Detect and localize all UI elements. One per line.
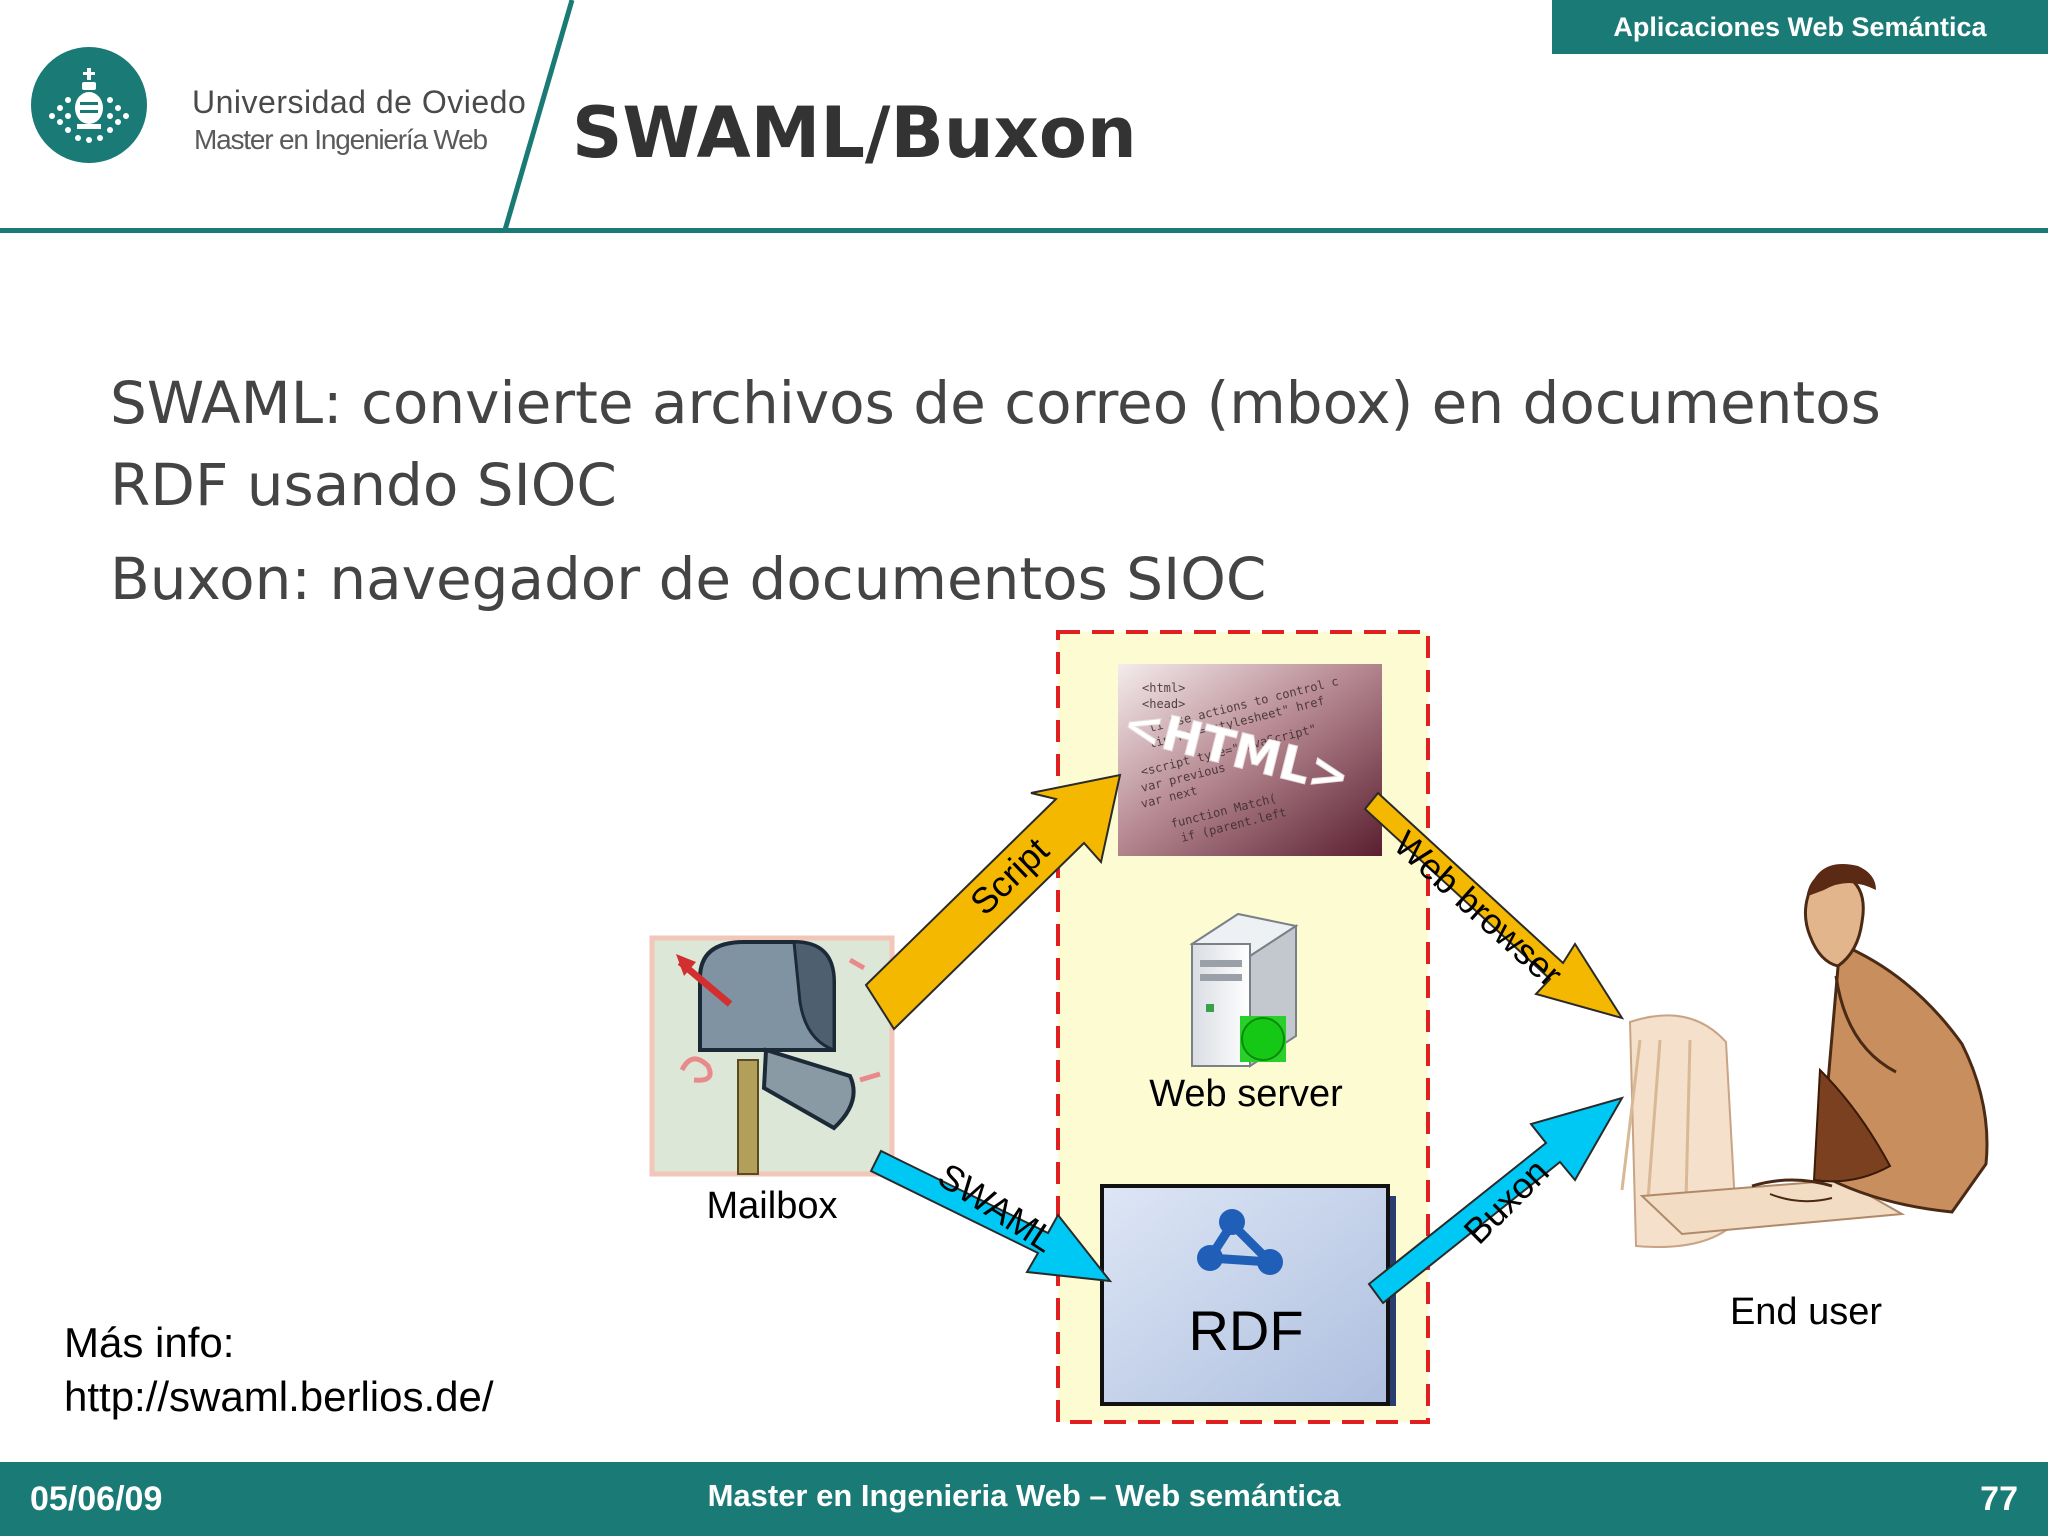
end-user-icon — [1620, 864, 1989, 1248]
edge-label-buxon: Buxon — [1456, 1151, 1557, 1252]
bullet-list: SWAML: convierte archivos de correo (mbo… — [110, 362, 1990, 632]
bullet-buxon: Buxon: navegador de documentos SIOC — [110, 545, 1267, 613]
arrow-script — [864, 773, 1122, 1031]
mailbox-icon — [649, 935, 895, 1177]
svg-text:<html>: <html> — [1142, 681, 1185, 695]
web-server-icon — [1189, 912, 1299, 1068]
rdf-logo-icon — [1197, 1209, 1283, 1275]
web-server-label: Web server — [1149, 1073, 1343, 1115]
footer-course: Master en Ingenieria Web – Web semántica — [707, 1478, 1341, 1513]
course-tab: Aplicaciones Web Semántica — [1552, 0, 2048, 54]
arrow-buxon — [1367, 1096, 1625, 1305]
footer-bar: 05/06/09 Master en Ingenieria Web – Web … — [0, 1462, 2048, 1536]
header-rule — [0, 228, 2048, 233]
arrow-swaml — [869, 1149, 1113, 1283]
html-document-icon: <html> <head> ti Use actions to control … — [1118, 664, 1382, 856]
svg-text:<head>: <head> — [1142, 697, 1185, 711]
university-logo — [31, 47, 147, 163]
footer-date: 05/06/09 — [30, 1480, 163, 1518]
slide-title: SWAML/Buxon — [572, 92, 1137, 174]
header-divider — [502, 0, 575, 231]
bullet-swaml: SWAML: convierte archivos de correo (mbo… — [110, 369, 1881, 519]
university-master: Master en Ingeniería Web — [194, 124, 488, 155]
arrow-web-browser — [1363, 791, 1625, 1020]
rdf-label: RDF — [1188, 1299, 1303, 1362]
end-user-label: End user — [1730, 1291, 1882, 1333]
university-name: Universidad de Oviedo — [192, 84, 527, 120]
more-info: Más info: http://swaml.berlios.de/ — [64, 1316, 494, 1424]
rdf-box — [1100, 1184, 1396, 1406]
mailbox-label: Mailbox — [707, 1185, 838, 1227]
page-number: 77 — [1980, 1480, 2018, 1518]
more-info-url: http://swaml.berlios.de/ — [64, 1373, 494, 1420]
more-info-label: Más info: — [64, 1319, 235, 1366]
